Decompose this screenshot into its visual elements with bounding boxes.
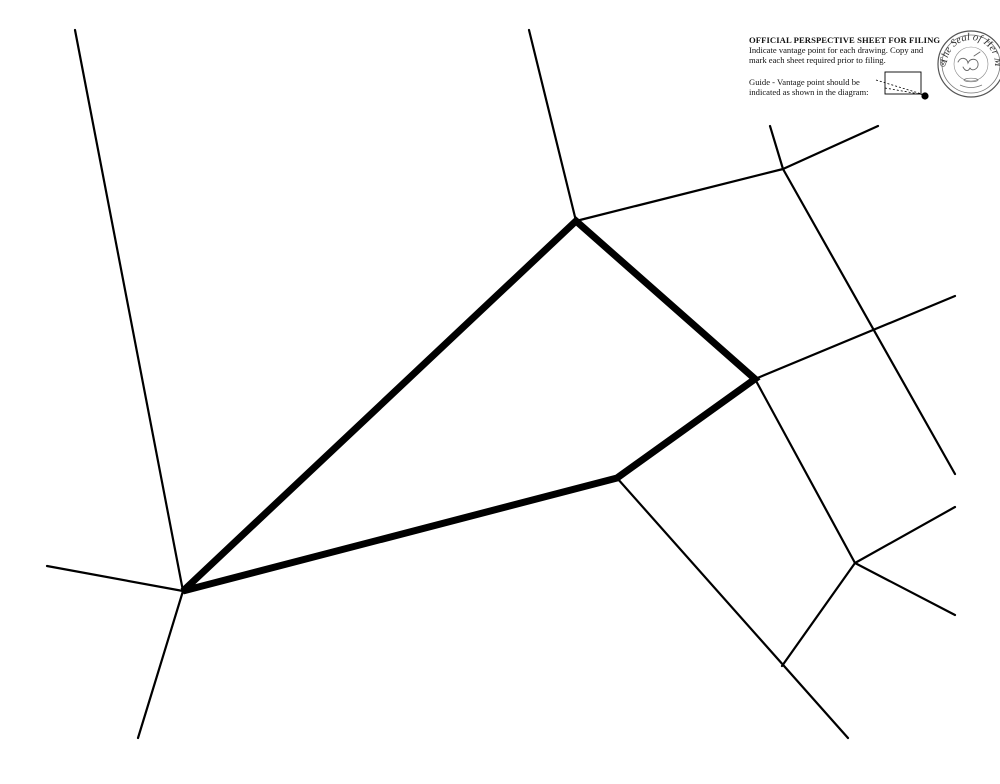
seal-core-ring (953, 46, 989, 82)
seal-dot-icon (942, 63, 944, 65)
edge-line (768, 124, 785, 171)
edge-line (853, 505, 957, 565)
edge-line (853, 561, 957, 617)
edge-line (753, 377, 857, 565)
seal-bottom-ornament-icon (959, 84, 983, 88)
sheet-header: OFFICIAL PERSPECTIVE SHEET FOR FILING In… (749, 35, 941, 65)
vantage-guide-diagram (875, 71, 929, 100)
guide-text: Guide - Vantage point should be indicate… (749, 77, 869, 97)
edge-line (527, 28, 578, 223)
guide-dashed-line (884, 87, 926, 96)
sheet-title: OFFICIAL PERSPECTIVE SHEET FOR FILING (749, 35, 941, 45)
guide-frame (884, 71, 922, 95)
edge-line (574, 167, 785, 223)
guide-dashed-line (875, 79, 926, 96)
highlighted-shape (180, 216, 761, 595)
edge-line (781, 124, 880, 171)
edge-line (781, 167, 957, 476)
seal-outer-ring (937, 30, 1000, 98)
edge-line (73, 28, 185, 593)
sheet-instructions: Indicate vantage point for each drawing.… (749, 45, 924, 65)
edge-line (753, 294, 957, 381)
seal-bottom-ornament-icon (963, 77, 979, 83)
edge-line (136, 589, 185, 740)
edge-line (615, 476, 850, 740)
vantage-point-dot (921, 92, 929, 100)
official-seal: The Seal of Her Majesty (934, 18, 1000, 98)
seal-dot-icon (940, 61, 946, 67)
edge-line (780, 561, 857, 668)
edge-line (45, 564, 185, 593)
seal-emblem-icon (957, 51, 981, 71)
